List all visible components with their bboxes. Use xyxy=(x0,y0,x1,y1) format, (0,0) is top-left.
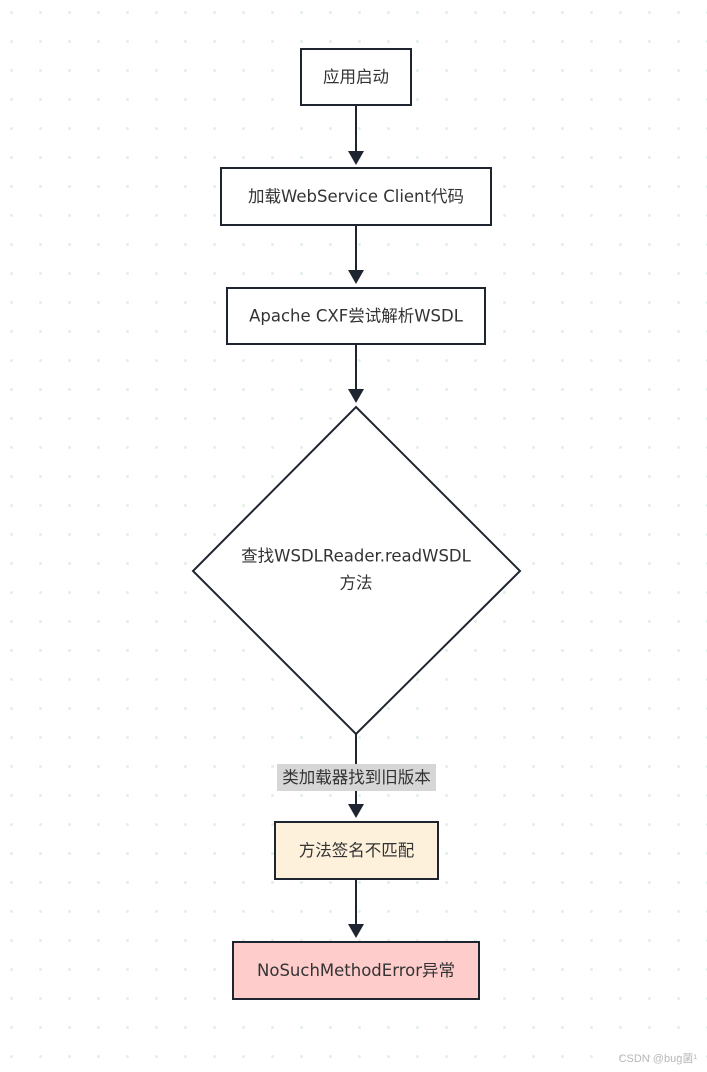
node-parse-wsdl-label: Apache CXF尝试解析WSDL xyxy=(249,307,464,326)
node-load-client-label: 加载WebService Client代码 xyxy=(248,187,464,206)
node-signature-mismatch-label: 方法签名不匹配 xyxy=(299,841,415,860)
edge-label-old-version: 类加载器找到旧版本 xyxy=(282,768,431,787)
arrow-icon xyxy=(348,151,364,165)
arrow-icon xyxy=(348,924,364,938)
arrow-icon xyxy=(348,389,364,403)
node-load-client xyxy=(220,167,492,226)
node-decision xyxy=(191,405,522,736)
node-decision-label-line1: 查找WSDLReader.readWSDL xyxy=(241,547,471,566)
node-error xyxy=(232,941,480,1000)
node-start xyxy=(300,48,412,106)
node-parse-wsdl xyxy=(226,287,486,345)
edge-label-background xyxy=(277,764,436,791)
node-error-label: NoSuchMethodError异常 xyxy=(257,961,455,980)
watermark: CSDN @bug菌¹ xyxy=(618,1053,697,1065)
arrow-icon xyxy=(348,804,364,818)
node-decision-label-line2: 方法 xyxy=(340,574,373,593)
node-signature-mismatch xyxy=(274,821,439,880)
arrow-icon xyxy=(348,270,364,284)
node-start-label: 应用启动 xyxy=(323,68,389,87)
